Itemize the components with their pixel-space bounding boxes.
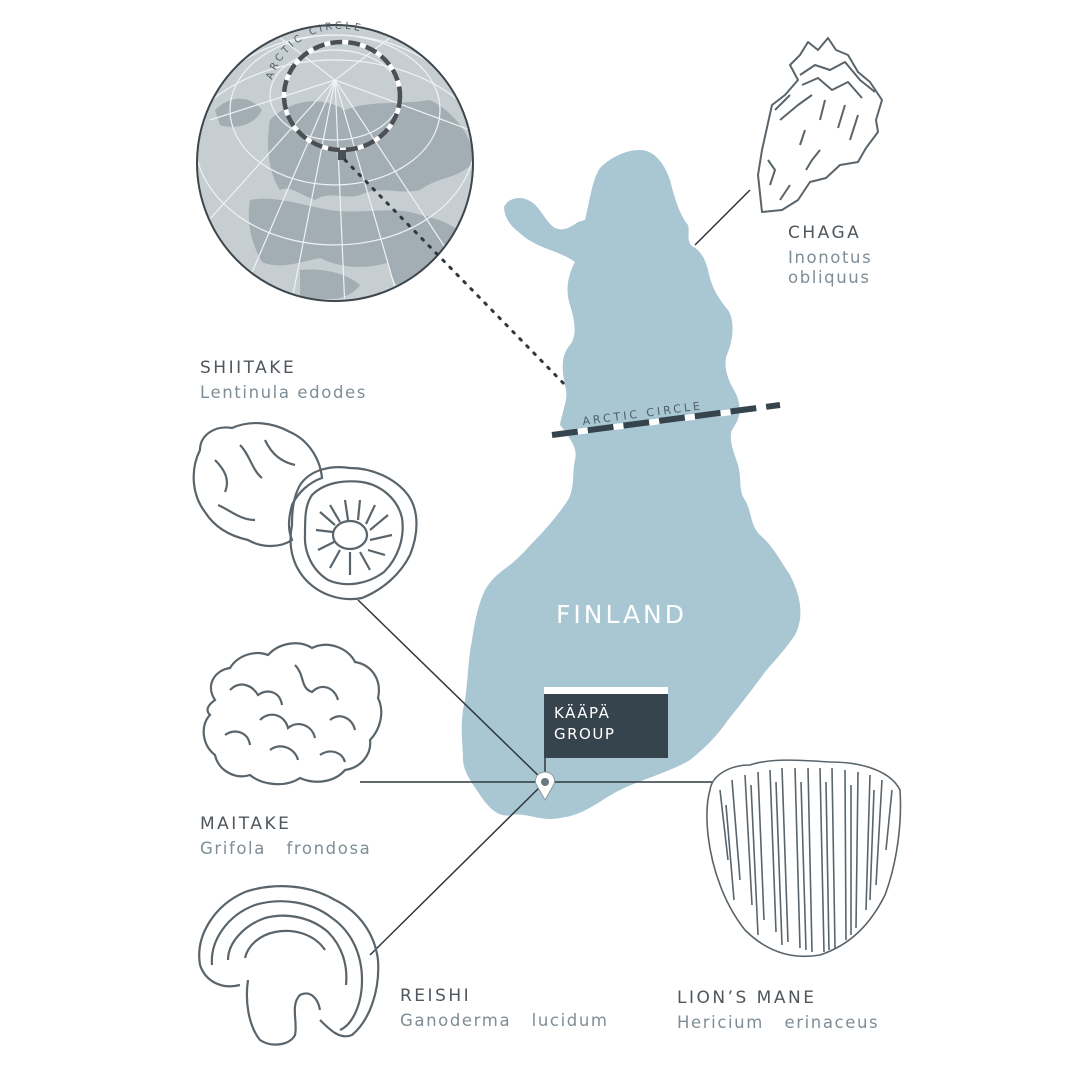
common-name: MAITAKE bbox=[200, 814, 292, 834]
common-name: REISHI bbox=[400, 986, 472, 1006]
latin-name: Ganoderma lucidum bbox=[400, 1011, 609, 1030]
globe-connector-line bbox=[343, 158, 572, 392]
globe-icon: ARCTIC CIRCLE bbox=[196, 21, 474, 302]
maitake-illustration bbox=[202, 642, 383, 786]
label-shiitake: SHIITAKE Lentinula edodes bbox=[200, 357, 367, 404]
lions-mane-illustration bbox=[706, 759, 902, 958]
label-reishi: REISHI Ganoderma lucidum bbox=[400, 985, 609, 1032]
location-name-line2: GROUP bbox=[554, 725, 616, 743]
label-lions-mane: LION’S MANE Hericium erinaceus bbox=[677, 987, 879, 1034]
chaga-illustration bbox=[757, 37, 883, 213]
arctic-circle-line bbox=[551, 402, 781, 438]
common-name: CHAGA bbox=[788, 223, 862, 243]
location-flag: KÄÄPÄ GROUP bbox=[544, 694, 668, 758]
map-pin-icon bbox=[535, 771, 555, 802]
location-marker[interactable]: KÄÄPÄ GROUP bbox=[544, 687, 668, 758]
reishi-illustration bbox=[198, 885, 380, 1046]
flag-top-bar bbox=[544, 687, 668, 694]
label-chaga: CHAGA Inonotus obliquus bbox=[788, 222, 872, 289]
shiitake-illustration bbox=[192, 422, 418, 601]
latin-name: Lentinula edodes bbox=[200, 383, 367, 402]
label-maitake: MAITAKE Grifola frondosa bbox=[200, 813, 371, 860]
latin-name: Hericium erinaceus bbox=[677, 1013, 880, 1032]
latin-name-line1: Inonotus bbox=[788, 248, 873, 267]
common-name: LION’S MANE bbox=[677, 988, 817, 1008]
latin-name: Grifola frondosa bbox=[200, 839, 372, 858]
finland-map bbox=[461, 150, 801, 819]
location-name-line1: KÄÄPÄ bbox=[554, 704, 611, 722]
common-name: SHIITAKE bbox=[200, 358, 297, 378]
latin-name-line2: obliquus bbox=[788, 268, 871, 287]
country-label: FINLAND bbox=[556, 600, 688, 629]
